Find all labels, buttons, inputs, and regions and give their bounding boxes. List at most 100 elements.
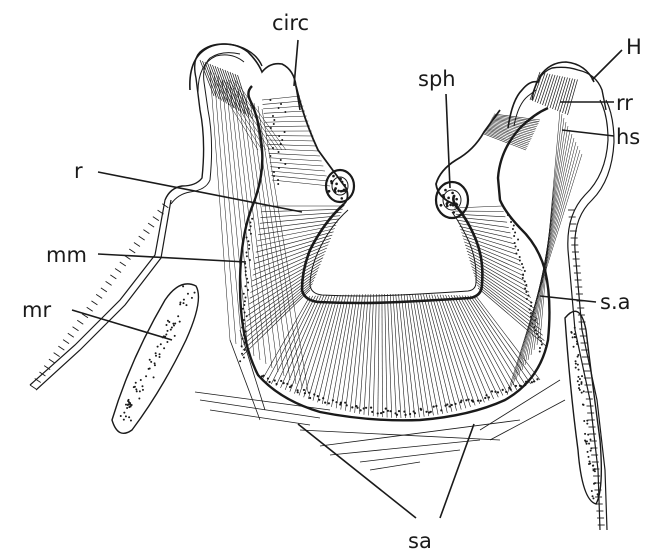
lip-hatch bbox=[565, 79, 575, 114]
cell-dot bbox=[339, 178, 342, 181]
longitudinal-fibre bbox=[229, 80, 278, 150]
leader-sa-left bbox=[298, 424, 416, 518]
longitudinal-fibre bbox=[525, 130, 570, 365]
cell-dot bbox=[262, 375, 264, 377]
radial-fibre bbox=[267, 140, 315, 141]
cell-dot bbox=[485, 394, 487, 396]
cell-dot bbox=[586, 423, 588, 425]
cell-dot bbox=[480, 400, 482, 402]
lip-hatch bbox=[543, 75, 553, 106]
cell-dot bbox=[249, 259, 251, 261]
cell-dot bbox=[280, 143, 282, 145]
cell-dot bbox=[505, 391, 507, 393]
cell-dot bbox=[520, 385, 522, 387]
cell-dot bbox=[578, 369, 580, 371]
longitudinal-fibres bbox=[210, 70, 582, 395]
cell-dot bbox=[442, 194, 445, 197]
cell-dot bbox=[179, 302, 181, 304]
cell-dot bbox=[150, 361, 152, 363]
radial-fibre bbox=[265, 121, 309, 122]
cell-dot bbox=[247, 289, 249, 291]
cell-dot bbox=[380, 412, 382, 414]
cell-dot bbox=[581, 381, 583, 383]
cell-dot bbox=[243, 323, 245, 325]
cell-dot bbox=[452, 211, 455, 214]
cell-dot bbox=[324, 402, 326, 404]
cell-dot bbox=[531, 323, 533, 325]
cell-dot bbox=[531, 381, 533, 383]
cell-dot bbox=[274, 379, 276, 381]
cell-dot bbox=[174, 323, 176, 325]
epithelium-rung bbox=[54, 353, 60, 357]
cell-dot bbox=[278, 167, 280, 169]
cell-dot bbox=[440, 409, 442, 411]
cell-dot bbox=[165, 324, 167, 326]
cell-dot bbox=[123, 412, 125, 414]
cell-dot bbox=[588, 463, 590, 465]
cell-dot bbox=[275, 383, 277, 385]
cell-dot bbox=[527, 295, 529, 297]
cell-dot bbox=[575, 363, 577, 365]
cell-dot bbox=[365, 407, 367, 409]
lip-hatch bbox=[205, 62, 219, 99]
radial-fibre bbox=[263, 101, 302, 104]
radial-fibre bbox=[268, 149, 318, 151]
epithelium-rung bbox=[101, 288, 107, 292]
cell-dot bbox=[525, 284, 527, 286]
cell-dot bbox=[359, 409, 361, 411]
cell-dot bbox=[497, 391, 499, 393]
cell-dot bbox=[586, 443, 588, 445]
lip-hatch bbox=[200, 60, 214, 96]
cell-dot bbox=[270, 127, 272, 129]
radial-fibre bbox=[369, 294, 374, 415]
cell-dot bbox=[538, 337, 540, 339]
cell-dot bbox=[524, 281, 526, 283]
cell-dot bbox=[280, 103, 282, 105]
cell-dot bbox=[455, 198, 458, 201]
cell-dot bbox=[588, 443, 590, 445]
cell-dot bbox=[136, 390, 138, 392]
epithelium-rung bbox=[30, 385, 36, 389]
cell-dot bbox=[570, 331, 572, 333]
cell-dot bbox=[328, 190, 331, 193]
cell-dot bbox=[309, 397, 311, 399]
radial-fibre bbox=[457, 295, 508, 393]
cell-dot bbox=[160, 343, 162, 345]
cell-dot bbox=[248, 248, 250, 250]
label-mm: mm bbox=[46, 243, 87, 267]
cell-dot bbox=[446, 201, 449, 204]
radial-fibre bbox=[285, 295, 324, 389]
cell-dot bbox=[574, 327, 576, 329]
lip-hatch bbox=[553, 77, 563, 110]
cell-dot bbox=[530, 305, 532, 307]
radial-fibre bbox=[471, 263, 533, 303]
lip-hatch bbox=[548, 76, 558, 108]
cell-dot bbox=[145, 375, 147, 377]
radial-fibre bbox=[263, 106, 303, 109]
cell-dot bbox=[249, 214, 251, 216]
longitudinal-fibre bbox=[262, 109, 308, 392]
cell-dot bbox=[337, 190, 340, 193]
cell-dot bbox=[272, 147, 274, 149]
epithelium-rung bbox=[77, 320, 83, 324]
cell-dot bbox=[317, 395, 319, 397]
cell-dot bbox=[530, 302, 532, 304]
cell-dot bbox=[123, 419, 125, 421]
cell-dot bbox=[396, 414, 398, 416]
cell-dot bbox=[330, 180, 333, 183]
cell-dot bbox=[510, 218, 512, 220]
cell-dot bbox=[575, 367, 577, 369]
cell-dot bbox=[524, 288, 526, 290]
cell-dot bbox=[128, 416, 130, 418]
cell-dot bbox=[155, 355, 157, 357]
cell-dot bbox=[280, 380, 282, 382]
radial-fibre bbox=[262, 296, 310, 380]
cell-dot bbox=[525, 291, 527, 293]
cell-dot bbox=[244, 349, 246, 351]
epithelium-rung bbox=[139, 236, 145, 240]
cell-dot bbox=[166, 341, 168, 343]
cell-dot bbox=[583, 390, 585, 392]
cell-dot bbox=[519, 260, 521, 262]
cell-dot bbox=[246, 237, 248, 239]
